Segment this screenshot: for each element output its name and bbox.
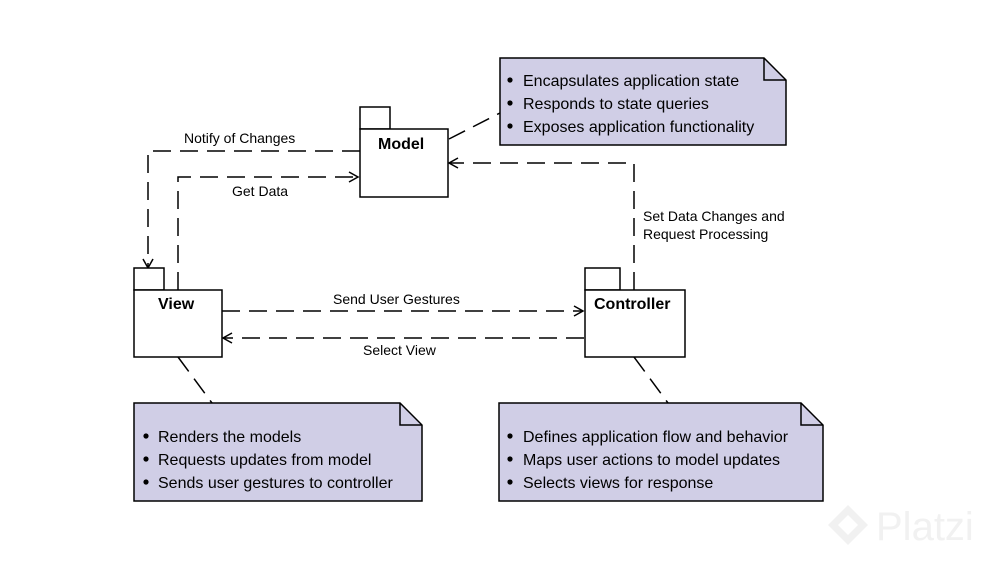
note-anchor-model [448,112,501,140]
arrow-set-data-changes [447,157,635,290]
package-view: View [133,267,223,358]
label-send-user-gestures: Send User Gestures [333,291,460,307]
bullet-icon [507,77,513,83]
bullet-icon [507,479,513,485]
package-controller: Controller [584,267,686,358]
label-notify-of-changes: Notify of Changes [184,130,295,146]
note-controller-item: Maps user actions to model updates [523,452,780,469]
note-view-item: Renders the models [158,429,301,446]
note-view-item: Sends user gestures to controller [158,475,393,492]
note-controller-item: Selects views for response [523,475,713,492]
bullet-icon [143,479,149,485]
note-model: Encapsulates application state Responds … [499,57,787,146]
platzi-watermark: Platzi [828,505,974,549]
label-get-data: Get Data [232,183,288,199]
note-view-item: Requests updates from model [158,452,371,469]
label-select-view: Select View [363,342,437,358]
note-model-item: Responds to state queries [523,96,709,113]
bullet-icon [143,456,149,462]
label-set-data-changes-line2: Request Processing [643,226,768,242]
package-controller-label: Controller [594,296,670,313]
note-view: Renders the models Requests updates from… [133,402,423,502]
bullet-icon [143,433,149,439]
platzi-logo-icon [828,505,868,545]
package-model: Model [359,106,449,198]
bullet-icon [507,100,513,106]
note-model-item: Exposes application functionality [523,119,754,136]
note-controller: Defines application flow and behavior Ma… [498,402,824,502]
arrow-notify-of-changes [142,150,360,270]
bullet-icon [507,433,513,439]
note-anchor-controller [633,356,669,404]
note-controller-item: Defines application flow and behavior [523,429,789,446]
watermark-text: Platzi [876,505,974,549]
package-model-label: Model [378,136,424,153]
note-model-item: Encapsulates application state [523,73,739,90]
arrow-get-data [177,171,360,290]
bullet-icon [507,456,513,462]
label-set-data-changes-line1: Set Data Changes and [643,208,785,224]
note-anchor-view [177,356,213,404]
bullet-icon [507,123,513,129]
package-view-label: View [158,296,195,313]
